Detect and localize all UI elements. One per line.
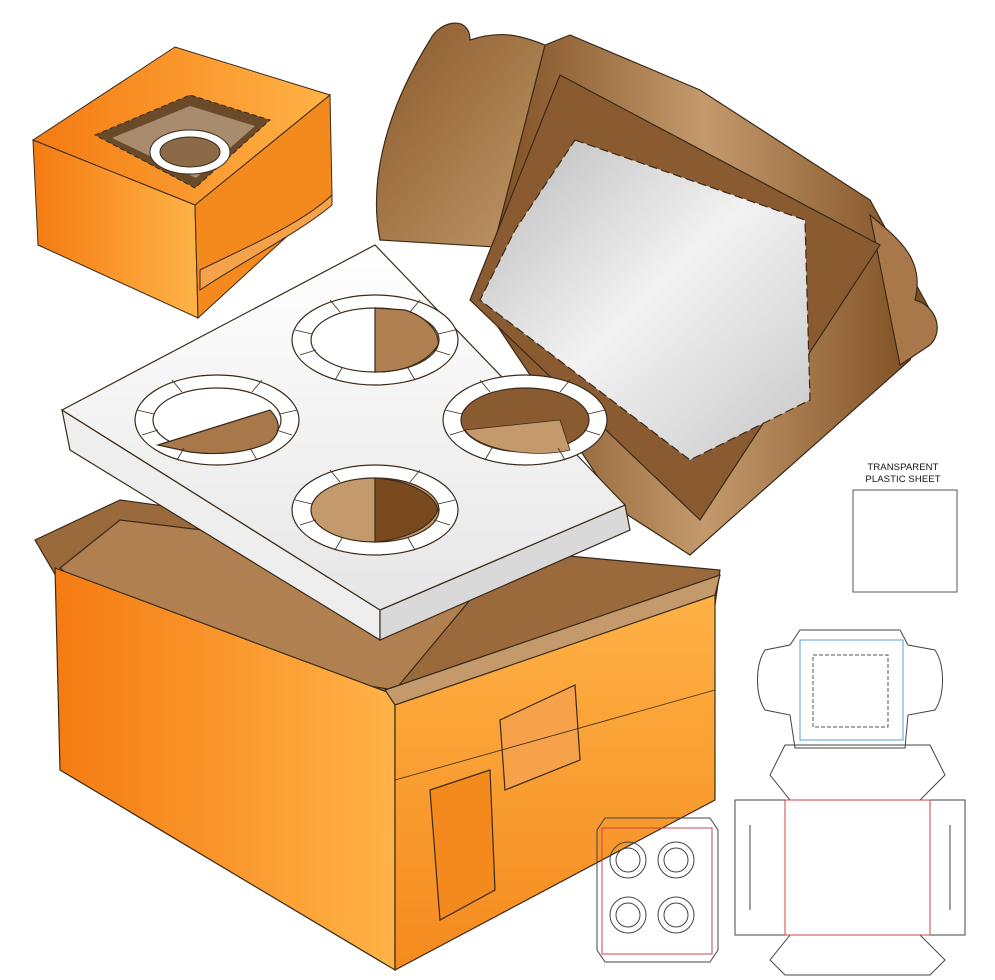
plastic-sheet-label: TRANSPARENT PLASTIC SHEET (848, 462, 958, 486)
lid-window (479, 139, 811, 461)
dieline-cup-1 (609, 841, 647, 879)
cup-hole-right (442, 374, 608, 466)
insert-top (60, 244, 627, 611)
plastic-sheet (852, 489, 958, 593)
dieline-base (734, 744, 966, 976)
cup-hole-top (291, 294, 459, 386)
dieline-cup-2 (657, 841, 695, 879)
dieline-lid (757, 629, 943, 749)
dieline-cup-3 (609, 896, 647, 934)
cup-holes (134, 294, 608, 556)
cupcake-insert (60, 244, 631, 642)
assembled-box (31, 46, 333, 320)
plastic-sheet-label-line1: TRANSPARENT (867, 462, 939, 473)
cup-hole-bottom (291, 464, 459, 556)
dieline-cup-4 (657, 896, 695, 934)
plastic-sheet-label-line2: PLASTIC SHEET (865, 474, 941, 485)
dieline-insert (596, 817, 719, 963)
assembled-box-tab (199, 193, 333, 291)
dieline-lid-window (812, 654, 889, 728)
cup-hole-left (134, 374, 300, 466)
cup-ring-ticks (136, 299, 606, 551)
